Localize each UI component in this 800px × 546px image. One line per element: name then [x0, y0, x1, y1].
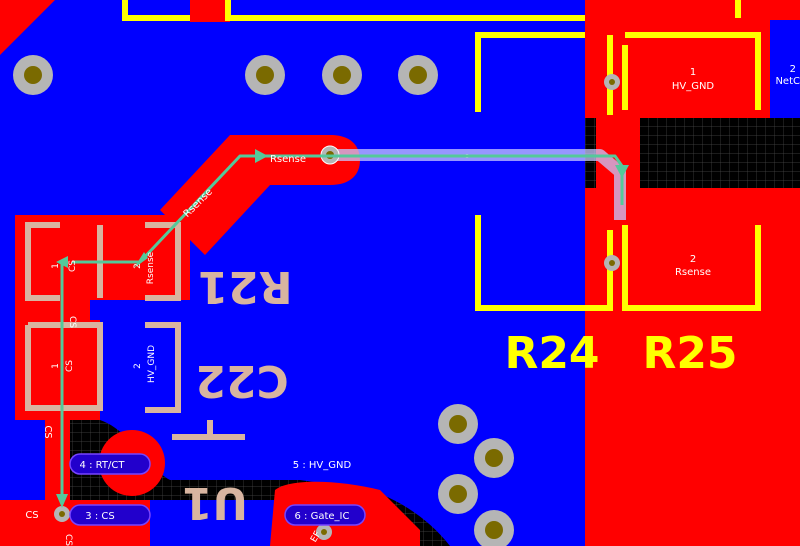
through-hole-pads	[13, 55, 514, 546]
designator-r24: R24	[504, 328, 599, 379]
u1-pin-outlines	[69, 453, 366, 526]
u1-pin5-label: 5 : HV_GND	[293, 460, 352, 471]
r25-pad1-number: 1	[690, 67, 696, 78]
net-label-cs-bottom: CS	[63, 534, 73, 546]
c22-pad2-number: 2	[133, 363, 143, 369]
top-copper-diagonal	[160, 135, 360, 255]
net-label-clipped-bottom: EF	[309, 530, 323, 544]
net-label-cs-vertical: CS	[42, 425, 53, 438]
designator-r25: R25	[642, 328, 737, 379]
edge-pad-number: 2	[790, 64, 796, 75]
bottom-copper-bottom	[150, 500, 280, 546]
route-arrows	[60, 154, 624, 500]
net-label-cs-left: CS	[67, 316, 77, 328]
top-left-trace-2	[0, 0, 30, 12]
net-label-cs-edge: CS	[25, 510, 38, 521]
net-label-rsense-top: Rsense	[270, 154, 306, 165]
edge-pad-net: NetC	[775, 76, 800, 87]
top-left-trace	[0, 0, 55, 55]
top-copper-rsense-trace	[115, 215, 190, 300]
u1-pin4-label: 4 : RT/CT	[80, 460, 126, 471]
u1-pin3-label: 3 : CS	[85, 511, 114, 522]
route-arrowheads	[56, 149, 629, 508]
r21-pad2-net: Rsense	[146, 251, 156, 284]
r25-pad2-number: 2	[690, 254, 696, 265]
r25-pad1-net: HV_GND	[672, 81, 715, 92]
r21-pad2-number: 2	[133, 263, 143, 269]
c22-pad2-net: HV_GND	[147, 345, 157, 383]
c22-pad1-net: CS	[65, 360, 75, 372]
top-copper-top-strip	[190, 0, 230, 22]
r25-pad2-net: Rsense	[675, 267, 711, 278]
r21-pad1-net: CS	[68, 260, 78, 272]
designator-u1: U1	[182, 477, 248, 528]
designator-c22: C22	[195, 355, 289, 406]
c22-pad1-number: 1	[51, 363, 61, 369]
r21-pad1-number: 1	[51, 263, 61, 269]
designator-r21: R21	[197, 261, 292, 312]
u1-pin6-label: 6 : Gate_IC	[295, 511, 350, 522]
